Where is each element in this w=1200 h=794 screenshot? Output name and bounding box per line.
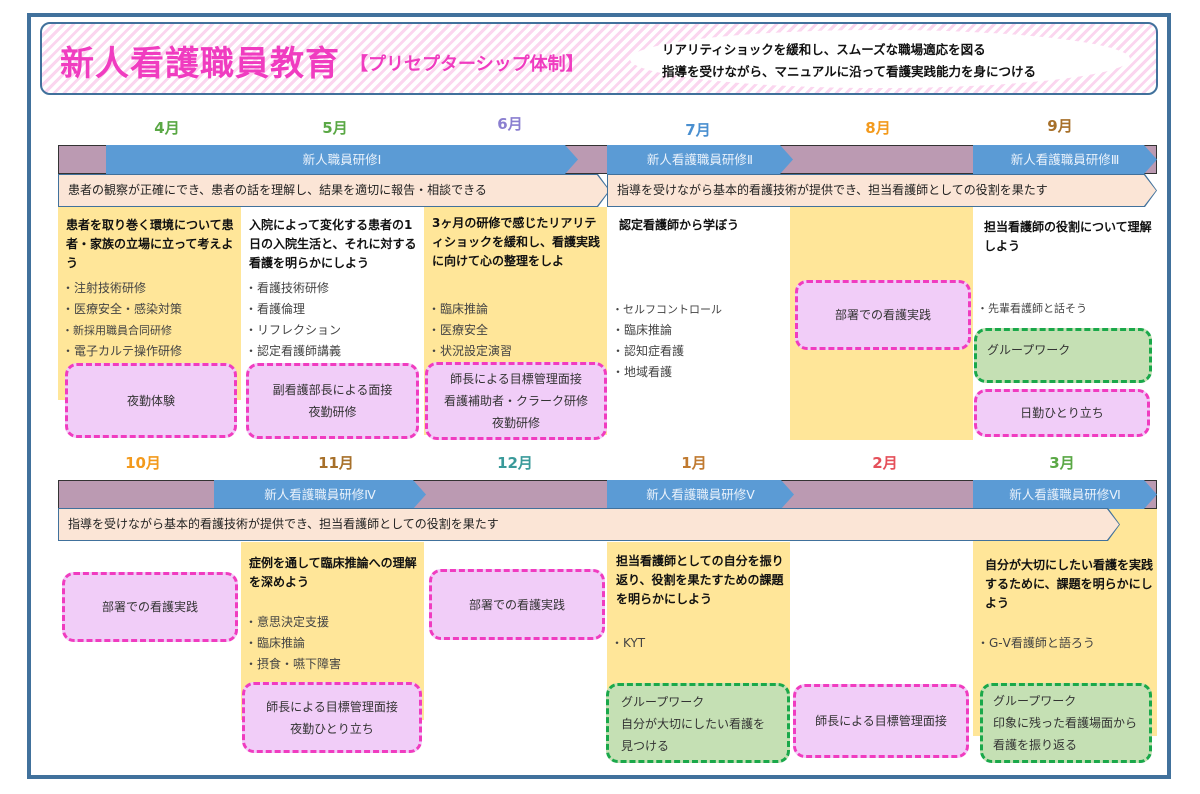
mar-group-work-box: グループワーク印象に残った看護場面から看護を振り返る (980, 683, 1152, 763)
event-line: 師長による目標管理面接 (450, 372, 582, 386)
event-line: 副看護部長による面接 (272, 383, 393, 397)
month-jan: 1月 (681, 454, 707, 472)
list-item: ・認知症看護 (612, 344, 685, 358)
jun-title: 3ヶ月の研修で感じたリアリティショックを緩和し、看護実践に向けて心の整理をしよ (432, 216, 601, 268)
list-item: ・電子カルテ操作研修 (62, 344, 183, 358)
sep-event-box: 日勤ひとり立ち (974, 389, 1150, 437)
event-line: 夜勤体験 (126, 393, 175, 408)
list-item: ・臨床推論 (612, 323, 673, 337)
month-jun: 6月 (497, 115, 523, 133)
apr-title: 患者を取り巻く環境について患者・家族の立場に立って考えよう (66, 218, 234, 270)
goal-2: 指導を受けながら、マニュアルに沿って看護実践能力を身につける (662, 64, 1037, 79)
month-feb: 2月 (872, 454, 898, 472)
dec-event-box: 部署での看護実践 (429, 569, 605, 640)
event-line: 部署での看護実践 (101, 600, 198, 614)
feb-event-box: 師長による目標管理面接 (793, 684, 969, 758)
list-item: ・リフレクション (245, 323, 342, 337)
jul-title: 認定看護師から学ぼう (619, 218, 740, 232)
list-item: ・医療安全 (428, 323, 489, 337)
month-sep: 9月 (1047, 117, 1073, 135)
event-line: 師長による目標管理面接 (815, 714, 947, 728)
may-event-box: 副看護部長による面接夜勤研修 (246, 363, 419, 439)
list-item: ・摂食・嚥下障害 (245, 657, 342, 671)
list-item: ・先輩看護師と話そう (977, 302, 1087, 315)
page-frame (27, 13, 1171, 779)
event-line: グループワーク (621, 695, 705, 709)
may-items: ・看護技術研修 ・看護倫理 ・リフレクション ・認定看護師講義 (245, 278, 341, 362)
list-item: ・看護倫理 (245, 302, 306, 316)
may-title: 入院によって変化する患者の1日の入院生活と、それに対する看護を明らかにしよう (249, 218, 417, 270)
event-line: 日勤ひとり立ち (1020, 406, 1104, 420)
list-item: ・意思決定支援 (245, 615, 330, 629)
month-mar: 3月 (1049, 454, 1075, 472)
list-item: ・臨床推論 (245, 636, 306, 650)
month-jul: 7月 (685, 121, 711, 139)
apr-items: ・注射技術研修 ・医療安全・感染対策 ・新採用職員合同研修 ・電子カルテ操作研修 (62, 278, 182, 362)
month-may: 5月 (322, 119, 348, 137)
aug-event-box: 部署での看護実践 (795, 280, 971, 350)
event-line: 見つける (621, 739, 670, 753)
objective-1-text: 患者の観察が正確にでき、患者の話を理解し、結果を適切に報告・相談できる (59, 175, 609, 206)
event-line: 看護補助者・クラーク研修 (443, 394, 588, 408)
list-item: ・地域看護 (612, 365, 673, 379)
jun-event-box: 師長による目標管理面接看護補助者・クラーク研修夜勤研修 (425, 362, 607, 440)
list-item: ・医療安全・感染対策 (62, 302, 183, 316)
month-apr: 4月 (154, 119, 180, 137)
mar-title: 自分が大切にしたい看護を実践するために、課題を明らかにしよう (985, 558, 1154, 610)
event-line: 看護を振り返る (993, 738, 1078, 752)
event-line: 部署での看護実践 (468, 597, 565, 612)
sep-group-work-box: グループワーク (974, 328, 1152, 383)
jan-title: 担当看護師としての自分を振り返り、役割を果たすための課題を明らかにしよう (616, 554, 784, 606)
page-title: 新人看護職員教育 (60, 44, 340, 84)
event-line: 印象に残った看護場面から (993, 716, 1138, 730)
event-line: 師長による目標管理面接 (266, 699, 398, 714)
nov-title: 症例を通して臨床推論への理解を深めよう (249, 556, 417, 589)
event-line: 夜勤研修 (491, 416, 540, 430)
goal-1: リアリティショックを緩和し、スムーズな職場適応を図る (662, 42, 986, 57)
oct-event-box: 部署での看護実践 (62, 572, 238, 642)
list-item: ・KYT (611, 636, 646, 650)
list-item: ・看護技術研修 (245, 281, 330, 295)
page-subtitle: 【プリセプターシップ体制】 (350, 54, 584, 75)
training-4: 新人看護職員研修Ⅳ (214, 480, 426, 509)
list-item: ・臨床推論 (428, 302, 489, 316)
nov-items: ・意思決定支援 ・臨床推論 ・摂食・嚥下障害 (245, 612, 341, 675)
column-bg-jan (607, 542, 790, 702)
list-item: ・認定看護師講義 (245, 344, 342, 358)
training-5: 新人看護職員研修Ⅴ (607, 480, 794, 509)
objective-2-text: 指導を受けながら基本的看護技術が提供でき、担当看護師としての役割を果たす (608, 175, 1156, 206)
objective-2: 指導を受けながら基本的看護技術が提供でき、担当看護師としての役割を果たす (607, 174, 1157, 207)
month-aug: 8月 (865, 119, 891, 137)
month-nov: 11月 (318, 454, 354, 472)
jul-items: ・セルフコントロール ・臨床推論 ・認知症看護 ・地域看護 (612, 299, 722, 383)
event-line: グループワーク (993, 694, 1077, 708)
sep-title: 担当看護師の役割について理解しよう (984, 220, 1152, 253)
list-item: ・新採用職員合同研修 (62, 324, 172, 337)
objective-3: 指導を受けながら基本的看護技術が提供でき、担当看護師としての役割を果たす (58, 508, 1120, 541)
apr-event-box: 夜勤体験 (65, 363, 237, 438)
training-3: 新人看護職員研修Ⅲ (973, 145, 1157, 174)
nov-event-box: 師長による目標管理面接夜勤ひとり立ち (242, 682, 422, 753)
list-item: ・注射技術研修 (62, 281, 147, 295)
objective-3-text: 指導を受けながら基本的看護技術が提供でき、担当看護師としての役割を果たす (59, 509, 1119, 540)
list-item: ・状況設定演習 (428, 344, 513, 358)
event-line: グループワーク (987, 343, 1071, 357)
event-line: 部署での看護実践 (834, 308, 931, 322)
list-item: ・セルフコントロール (612, 303, 722, 316)
event-line: 自分が大切にしたい看護を (621, 717, 766, 731)
month-dec: 12月 (497, 454, 533, 472)
training-6: 新人看護職員研修Ⅵ (973, 480, 1157, 509)
objective-1: 患者の観察が正確にでき、患者の話を理解し、結果を適切に報告・相談できる (58, 174, 610, 207)
jan-group-work-box: グループワーク自分が大切にしたい看護を見つける (606, 683, 790, 763)
jun-items: ・臨床推論 ・医療安全 ・状況設定演習 (428, 299, 512, 362)
event-line: 夜勤ひとり立ち (290, 721, 374, 736)
training-2: 新人看護職員研修Ⅱ (607, 145, 793, 174)
month-oct: 10月 (125, 454, 161, 472)
goals-oval (630, 30, 1130, 88)
event-line: 夜勤研修 (308, 405, 357, 419)
training-1: 新人職員研修Ⅰ (106, 145, 578, 174)
list-item: ・G-Ⅴ看護師と語ろう (977, 636, 1095, 650)
